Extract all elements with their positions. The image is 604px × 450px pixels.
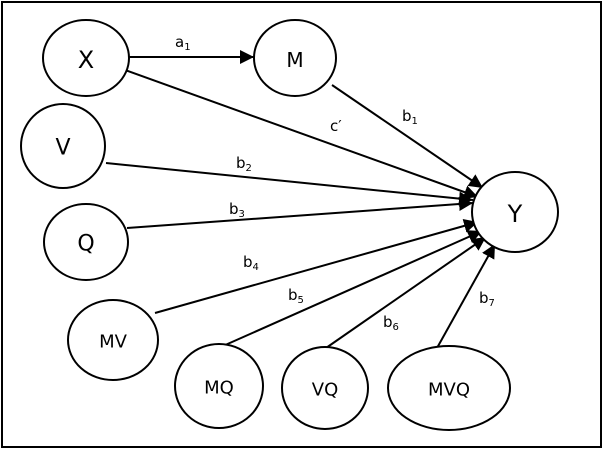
node-m-label: M [286, 48, 303, 72]
node-y-circle [471, 171, 559, 253]
edge-mq-to-y [222, 230, 483, 347]
edge-label-q-to-y: b3 [229, 200, 245, 220]
node-x-label: X [78, 46, 94, 74]
node-x-circle [42, 19, 130, 97]
edge-q-to-y [126, 197, 474, 229]
edge-label-mq-to-y: b5 [288, 286, 304, 306]
node-m-circle [253, 19, 337, 97]
edge-label-v-to-y: b2 [236, 154, 252, 174]
node-vq-circle [281, 346, 369, 430]
node-v: V [20, 103, 106, 189]
node-mvq: MVQ [387, 345, 511, 431]
node-y-label: Y [507, 200, 523, 228]
node-mv-label: MV [99, 332, 128, 353]
node-x: X [42, 19, 130, 97]
edge-vq-to-y [325, 236, 487, 349]
node-mq-circle [174, 343, 264, 429]
node-mq: MQ [174, 343, 264, 429]
edge-label-x-to-m: a1 [175, 33, 191, 53]
edge-v-to-y [105, 162, 474, 206]
edge-label-m-to-y: b1 [402, 107, 418, 127]
node-q: Q [43, 203, 129, 281]
node-vq-label: VQ [312, 380, 338, 401]
node-q-label: Q [77, 232, 94, 257]
node-mv: MV [67, 299, 159, 381]
node-mv-circle [67, 299, 159, 381]
node-v-label: V [55, 136, 70, 161]
edge-x-to-y [124, 69, 479, 199]
node-mvq-circle [387, 345, 511, 431]
edge-label-vq-to-y: b6 [383, 313, 399, 333]
node-vq: VQ [281, 346, 369, 430]
edge-label-x-to-y: c′ [330, 117, 342, 135]
node-v-circle [20, 103, 106, 189]
edge-label-mvq-to-y: b7 [479, 289, 495, 309]
node-y: Y [471, 171, 559, 253]
edge-m-to-y [331, 84, 484, 189]
edge-mv-to-y [154, 219, 479, 314]
node-mvq-label: MVQ [428, 380, 470, 401]
node-m: M [253, 19, 337, 97]
node-q-circle [43, 203, 129, 281]
node-mq-label: MQ [204, 378, 234, 399]
edge-mvq-to-y [436, 243, 496, 349]
edge-label-mv-to-y: b4 [243, 253, 259, 273]
